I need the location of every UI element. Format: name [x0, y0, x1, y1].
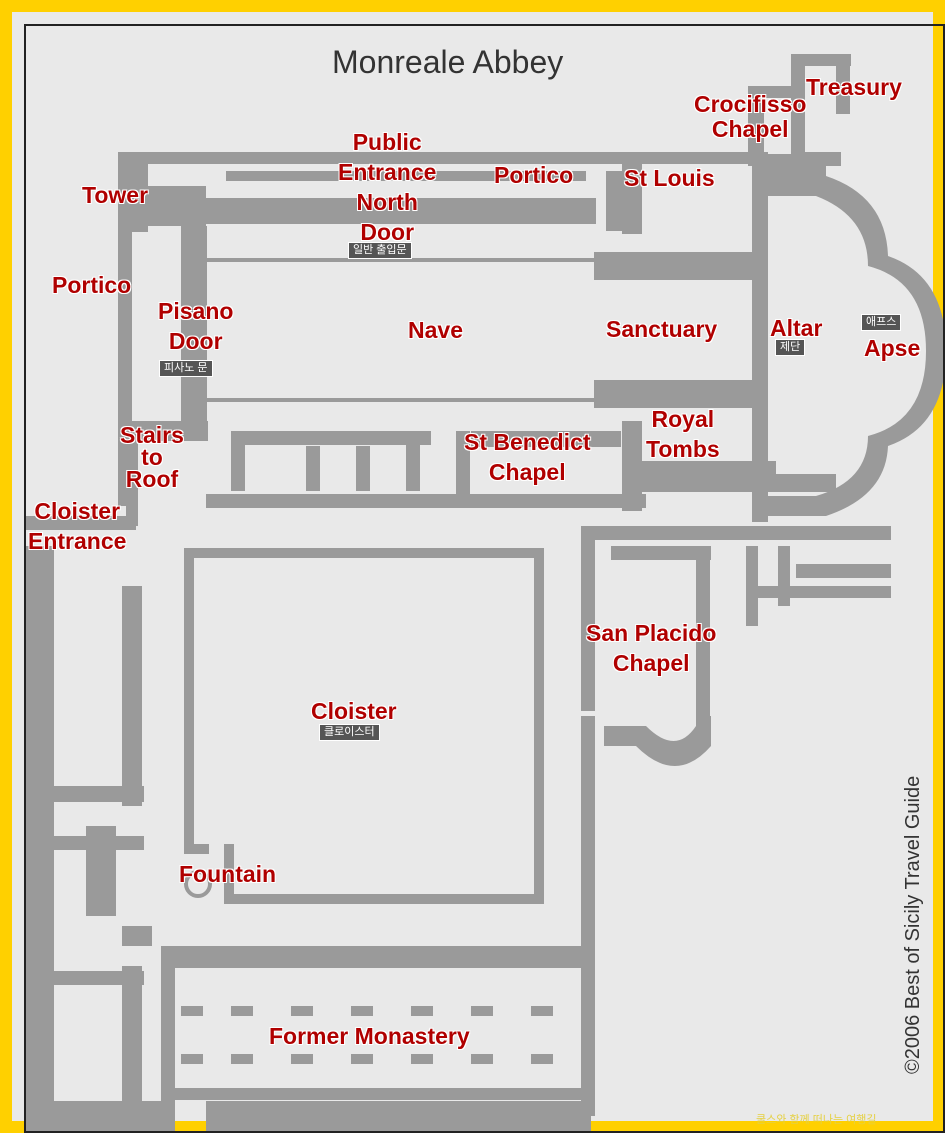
label-st-louis: St Louis: [624, 165, 715, 191]
portico-north-wall: [226, 171, 586, 181]
korean-public-entrance: 일반 출입문: [348, 242, 412, 259]
label-portico-north: Portico: [494, 162, 574, 188]
copyright-notice: ©2006 Best of Sicily Travel Guide: [902, 775, 924, 1074]
cloister-outer-top: [184, 548, 544, 558]
label-sanctuary: Sanctuary: [606, 316, 718, 342]
west-range-outer: [26, 546, 54, 1131]
korean-pisano-door: 피사노 문: [159, 360, 213, 377]
label-former-monastery: Former Monastery: [269, 1023, 470, 1049]
label-treasury: Treasury: [806, 74, 902, 100]
tower-block: [118, 152, 148, 232]
label-fountain: Fountain: [179, 861, 277, 887]
label-nave: Nave: [408, 317, 463, 343]
map-title: Monreale Abbey: [332, 44, 564, 80]
label-cloister: Cloister: [311, 698, 397, 724]
treasury-walls: [836, 54, 850, 114]
monastery-pillars: [181, 1006, 553, 1064]
korean-apse: 애프스: [861, 314, 902, 331]
floor-plan-drawing: [26, 54, 943, 1131]
korean-cloister: 클로이스터: [319, 724, 380, 741]
south-wall: [206, 494, 646, 508]
label-portico-west: Portico: [52, 272, 132, 298]
label-tower: Tower: [82, 182, 149, 208]
north-wall: [118, 152, 758, 164]
north-inner-wall: [206, 198, 596, 224]
south-arcade: [206, 398, 626, 402]
crocifisso-chapel-walls: [748, 86, 764, 166]
north-arcade: [206, 258, 626, 262]
footer-note: 쿨스와 함께 떠나는 여행길: [756, 1114, 877, 1126]
apse-wall: [768, 154, 943, 516]
san-placido-chapel-apse: [604, 716, 711, 766]
fountain-basin: [184, 870, 212, 898]
label-altar: Altar: [770, 315, 823, 341]
korean-altar: 제단: [775, 339, 806, 356]
monastery-north-wall: [161, 946, 591, 968]
label-apse: Apse: [864, 335, 921, 361]
